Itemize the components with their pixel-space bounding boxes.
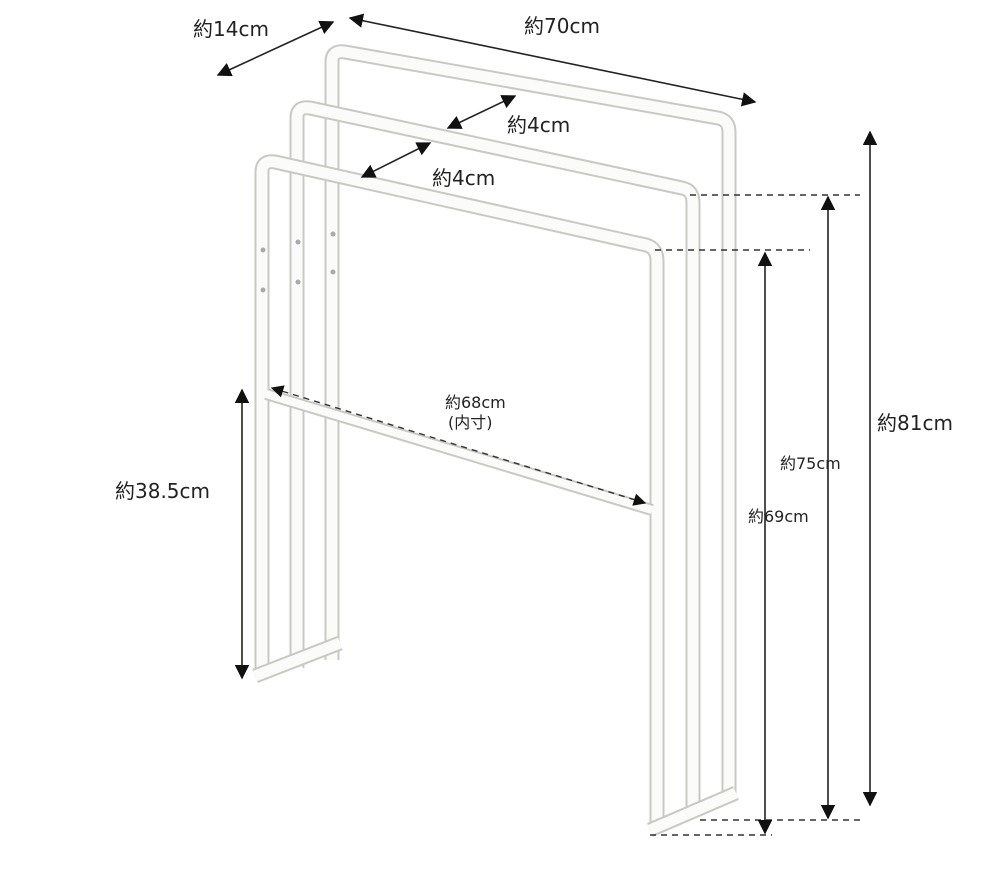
spacing-upper-arrow <box>446 95 517 129</box>
spacing-lower-arrow <box>360 142 432 178</box>
left-foot <box>252 636 343 683</box>
depth-label: 約14cm <box>193 17 269 41</box>
front-frame <box>254 154 665 830</box>
crossbar-height-label: 約38.5cm <box>115 479 210 503</box>
back-frame <box>324 44 737 795</box>
inner-width-note: (内寸) <box>448 413 493 432</box>
middle-frame <box>289 100 701 812</box>
screw-holes <box>260 231 336 293</box>
right-foot <box>647 786 739 837</box>
depth-arrow <box>216 20 335 77</box>
height-back-label: 約81cm <box>877 411 953 435</box>
spacing-lower-label: 約4cm <box>432 166 495 190</box>
spacing-upper-label: 約4cm <box>507 113 570 137</box>
height-middle-label: 約75cm <box>780 454 841 473</box>
inner-width-label: 約68cm <box>445 393 506 412</box>
height-front-label: 約69cm <box>748 507 809 526</box>
width-label: 約70cm <box>524 14 600 38</box>
width-arrow <box>348 13 757 107</box>
